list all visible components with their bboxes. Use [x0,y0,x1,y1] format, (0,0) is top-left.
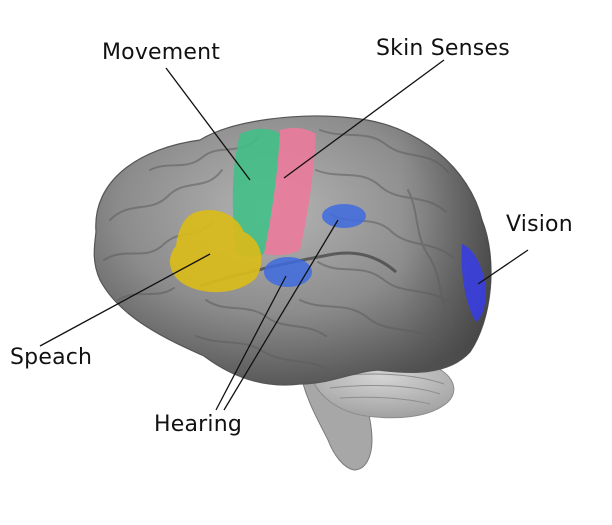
vision-label: Vision [506,212,573,237]
skin-senses-region [264,127,316,256]
leader-line-hearing-2 [223,219,339,411]
leader-line-movement [165,67,251,181]
movement-label: Movement [102,40,221,65]
vision-region [461,244,486,322]
skin-senses-label: Skin Senses [376,36,510,61]
hearing-region-1 [264,257,312,287]
hearing-region-2 [322,204,366,228]
leader-line-hearing-1 [215,275,287,411]
leader-line-skin-senses [283,59,445,179]
movement-region [232,128,280,257]
leader-line-speach [39,253,211,347]
leader-lines [39,59,529,411]
leader-line-vision [477,249,529,285]
hearing-label: Hearing [154,412,243,437]
speach-label: Speach [10,345,93,370]
speach-region [169,210,262,293]
